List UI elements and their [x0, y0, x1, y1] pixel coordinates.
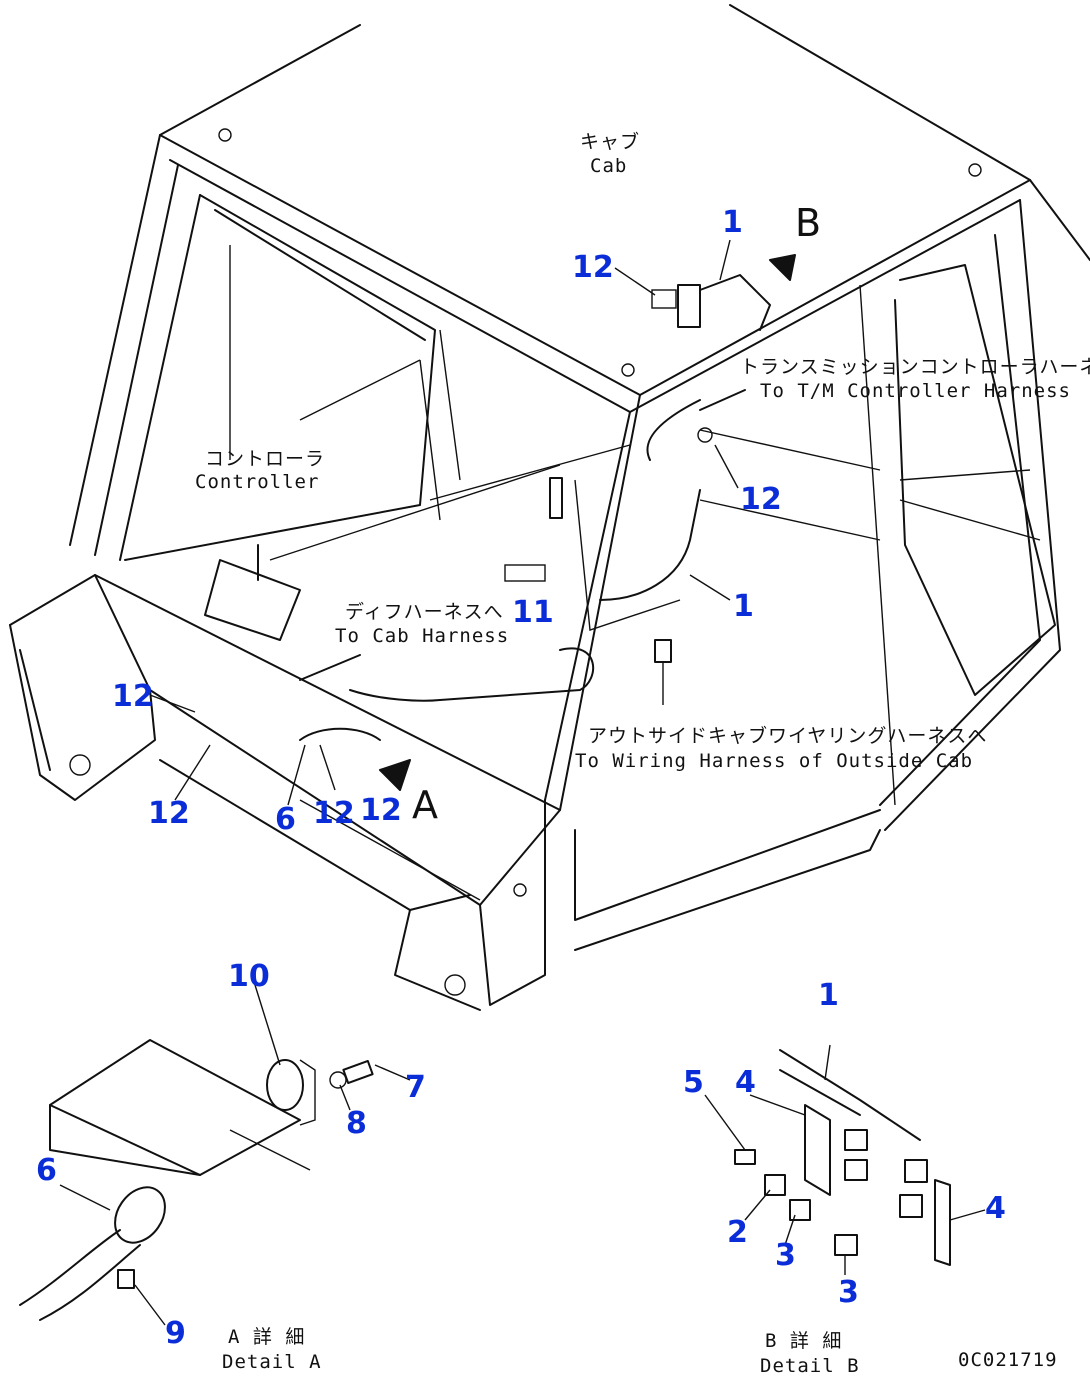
- text-labels: キャブ Cab B トランスミッションコントローラハーネスへ To T/M Co…: [195, 130, 1090, 1377]
- callout-part-1: 1: [722, 205, 743, 240]
- view-b-marker: B: [795, 201, 821, 245]
- outside-harness-label-jp: アウトサイドキャブワイヤリングハーネスへ: [588, 724, 987, 747]
- cab-harness-label-jp: ディフハーネスへ: [345, 601, 504, 623]
- callouts: 1 12 12 1 11 12 12 6 12 12 10 7 8 6 9 1 …: [36, 205, 1006, 1351]
- callout-part-12: 12: [572, 250, 614, 285]
- detail-b: [734, 1044, 951, 1266]
- tm-harness-label-en: To T/M Controller Harness: [760, 380, 1071, 402]
- callout-part-2: 2: [727, 1215, 748, 1250]
- callout-part-12: 12: [313, 796, 355, 831]
- callout-part-3: 3: [775, 1238, 796, 1273]
- callout-part-1: 1: [733, 589, 754, 624]
- detail-b-label-jp: B 詳 細: [765, 1330, 842, 1352]
- detail-a: [19, 1039, 374, 1321]
- callout-part-7: 7: [405, 1070, 426, 1105]
- part-symbols: [257, 254, 796, 791]
- callout-part-1: 1: [818, 978, 839, 1013]
- leader-lines: [134, 239, 986, 1326]
- callout-part-12: 12: [360, 793, 402, 828]
- controller-label-jp: コントローラ: [205, 448, 325, 470]
- cab-frame: [9, 4, 1090, 1011]
- callout-part-11: 11: [512, 595, 554, 630]
- callout-part-5: 5: [683, 1065, 704, 1100]
- view-a-marker: A: [412, 783, 438, 827]
- callout-part-12: 12: [740, 482, 782, 517]
- callout-part-4: 4: [985, 1191, 1006, 1226]
- callout-part-3: 3: [838, 1275, 859, 1310]
- detail-a-label-jp: A 詳 細: [228, 1326, 305, 1348]
- callout-part-8: 8: [346, 1106, 367, 1141]
- detail-b-label-en: Detail B: [760, 1355, 860, 1377]
- callout-part-12: 12: [112, 679, 154, 714]
- callout-part-9: 9: [165, 1316, 186, 1351]
- detail-a-label-en: Detail A: [222, 1351, 322, 1373]
- cab-label-en: Cab: [590, 155, 627, 177]
- outside-harness-label-en: To Wiring Harness of Outside Cab: [575, 750, 973, 772]
- callout-part-10: 10: [228, 959, 270, 994]
- cab-harness-label-en: To Cab Harness: [335, 625, 509, 647]
- callout-part-6: 6: [36, 1153, 57, 1188]
- cab-label-jp: キャブ: [580, 130, 640, 153]
- controller-label-en: Controller: [195, 471, 319, 493]
- callout-part-6: 6: [275, 802, 296, 837]
- tm-harness-label-jp: トランスミッションコントローラハーネスへ: [740, 356, 1090, 378]
- drawing-number: 0C021719: [958, 1349, 1058, 1371]
- callout-part-12: 12: [148, 796, 190, 831]
- callout-part-4: 4: [735, 1065, 756, 1100]
